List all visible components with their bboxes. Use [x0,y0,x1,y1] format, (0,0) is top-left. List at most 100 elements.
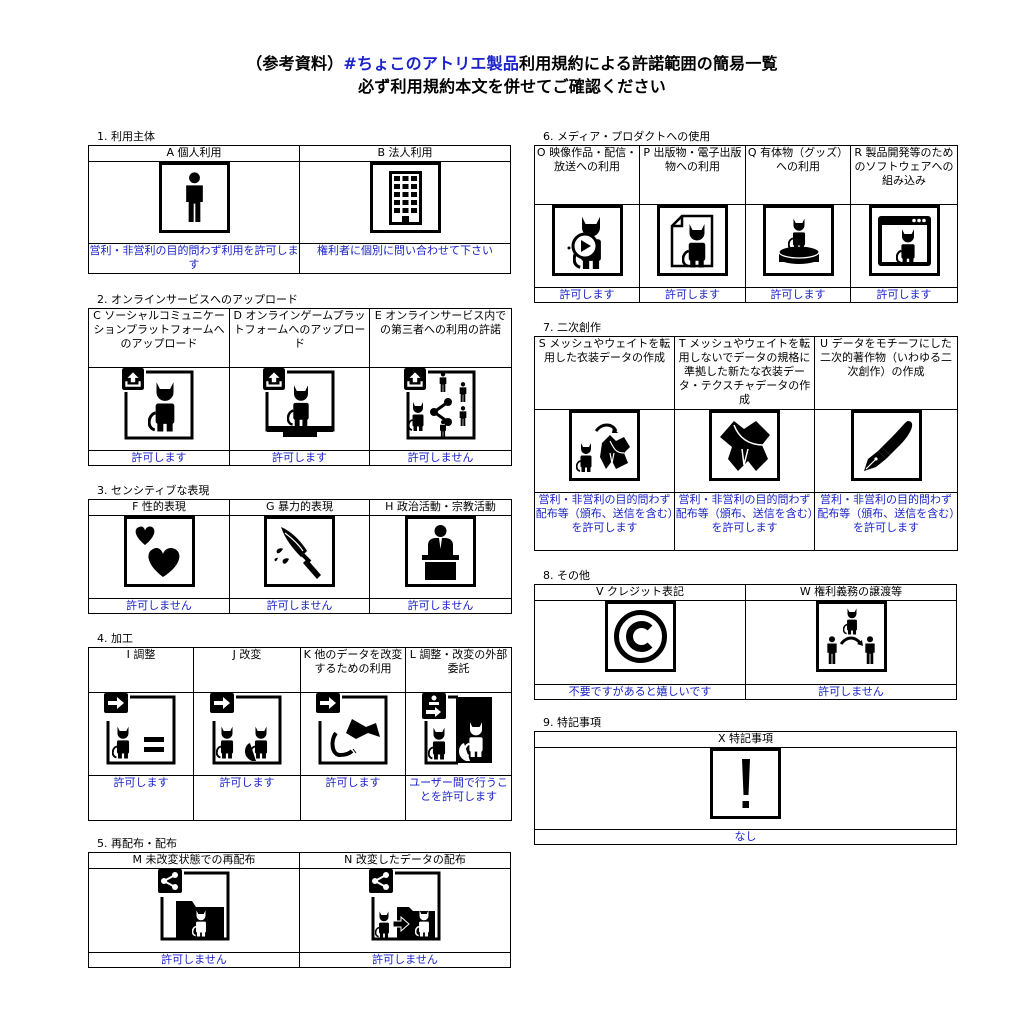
permission-status: 許可しません [229,598,370,614]
share-folder-avatar-icon [158,869,230,943]
section-label: 8. その他 [543,569,590,582]
section-label: 6. メディア・プロダクトへの使用 [543,130,711,143]
permission-status: なし [534,829,957,845]
item-heading: K 他のデータを改変するための利用 [300,647,406,693]
section-label: 5. 再配布・配布 [97,837,177,850]
section-other: 8. その他 V クレジット表記 W 権利義務の譲渡等 [534,569,957,700]
permission-table: V クレジット表記 W 権利義務の譲渡等 [534,584,957,700]
permission-table: O 映像作品・配信・放送への利用 P 出版物・電子出版物への利用 Q 有体物（グ… [534,145,958,303]
permission-status: 許可します [850,287,958,303]
permission-table: A 個人利用 B 法人利用 [88,145,511,274]
title-line-2: 必ず利用規約本文を併せてご確認ください [358,77,666,96]
modify-avatar-icon [210,693,284,767]
permission-status: 営利・非営利の目的問わず配布等（頒布、送信を含む）を許可します [674,492,815,551]
section-special-notes: 9. 特記事項 X 特記事項 なし [534,716,957,845]
person-icon [158,162,230,233]
section-label: 3. センシティブな表現 [97,484,210,497]
section-sensitive-expression: 3. センシティブな表現 F 性的表現 G 暴力的表現 H 政治活動・宗教活動 [88,484,512,614]
section-label: 2. オンラインサービスへのアップロード [97,293,298,306]
item-heading: L 調整・改変の外部委託 [405,647,512,693]
page-title: （参考資料）#ちょこのアトリエ製品利用規約による許諾範囲の簡易一覧 必ず利用規約… [0,52,1024,98]
item-heading: O 映像作品・配信・放送への利用 [534,145,640,205]
permission-status: 権利者に個別に問い合わせて下さい [299,243,511,274]
fountain-pen-icon [850,410,922,481]
permission-status: 許可しません [369,450,512,466]
permission-table: I 調整 J 改変 K 他のデータを改変するための利用 L 調整・改変の外部委託 [88,647,512,821]
avatar-to-clothing-icon [569,410,640,481]
outsource-modify-icon [421,693,496,767]
item-heading: Q 有体物（グッズ）への利用 [745,145,851,205]
permission-table: X 特記事項 なし [534,731,957,845]
item-heading: G 暴力的表現 [229,499,370,516]
section-derivative-works: 7. 二次創作 S メッシュやウェイトを転用した衣装データの作成 T メッシュや… [534,321,958,551]
permission-status: 許可します [229,450,370,466]
item-heading: F 性的表現 [88,499,230,516]
permission-status: 許可します [300,775,406,821]
permission-status: 不要ですがあると嬉しいです [534,684,746,700]
item-heading: W 権利義務の譲渡等 [745,584,957,601]
item-heading: N 改変したデータの配布 [299,852,511,869]
section-online-upload: 2. オンラインサービスへのアップロード C ソーシャルコミュニケーションプラッ… [88,293,512,466]
permission-status: 許可します [639,287,746,303]
section-usage-subject: 1. 利用主体 A 個人利用 B 法人利用 [88,130,511,274]
permission-status: ユーザー間で行うことを許可します [405,775,512,821]
upload-avatar-icon [122,368,196,442]
permission-status: 営利・非営利の目的問わず配布等（頒布、送信を含む）を許可します [814,492,958,551]
brand-hashtag: #ちょこのアトリエ製品 [343,54,520,73]
permission-status: 許可します [88,775,194,821]
item-heading: V クレジット表記 [534,584,746,601]
item-heading: R 製品開発等のためのソフトウェアへの組み込み [850,145,958,205]
permission-table: S メッシュやウェイトを転用した衣装データの作成 T メッシュやウェイトを転用し… [534,336,958,551]
item-heading: T メッシュやウェイトを転用しないでデータの規格に準拠した新たな衣装データ・テク… [674,336,815,410]
item-heading: U データをモチーフにした二次的著作物（いわゆる二次創作）の作成 [814,336,958,410]
figure-stand-icon [762,205,834,276]
clothing-icon [709,410,780,481]
permission-status: 許可しません [88,952,300,968]
item-heading: C ソーシャルコミュニケーションプラットフォームへのアップロード [88,308,230,368]
permission-table: F 性的表現 G 暴力的表現 H 政治活動・宗教活動 [88,499,512,614]
item-heading: B 法人利用 [299,145,511,162]
item-heading: P 出版物・電子出版物への利用 [639,145,746,205]
section-media-product-use: 6. メディア・プロダクトへの使用 O 映像作品・配信・放送への利用 P 出版物… [534,130,958,303]
permission-status: 許可しません [369,598,512,614]
item-heading: D オンラインゲームプラットフォームへのアップロード [229,308,370,368]
item-heading: M 未改変状態での再配布 [88,852,300,869]
permission-status: 許可します [193,775,301,821]
section-redistribution: 5. 再配布・配布 M 未改変状態での再配布 N 改変したデータの配布 [88,837,511,968]
permission-status: 許可しません [745,684,957,700]
permission-table: M 未改変状態での再配布 N 改変したデータの配布 [88,852,511,968]
permission-status: 営利・非営利の目的問わず利用を許可します [88,243,300,274]
section-processing: 4. 加工 I 調整 J 改変 K 他のデータを改変するための利用 L 調整・改… [88,632,512,821]
transfer-rights-icon [815,601,887,672]
item-heading: E オンラインサービス内での第三者への利用の許諾 [369,308,512,368]
upload-monitor-avatar-icon [262,368,337,442]
title-line-1: （参考資料）#ちょこのアトリエ製品利用規約による許諾範囲の簡易一覧 [246,54,778,73]
permission-table: C ソーシャルコミュニケーションプラットフォームへのアップロード D オンライン… [88,308,512,466]
section-label: 9. 特記事項 [543,716,601,729]
permission-status: 許可します [745,287,851,303]
hearts-icon [123,516,195,587]
app-window-avatar-icon [868,205,940,276]
item-heading: H 政治活動・宗教活動 [369,499,512,516]
parts-reuse-icon [316,693,390,767]
permission-status: 許可します [88,450,230,466]
copyright-icon [604,601,676,672]
office-building-icon [369,162,441,233]
item-heading: X 特記事項 [534,731,957,748]
exclamation-icon [710,748,781,819]
item-heading: A 個人利用 [88,145,300,162]
upload-share-third-party-icon [403,368,478,442]
section-label: 7. 二次創作 [543,321,601,334]
adjust-avatar-equals-icon [104,693,178,767]
document-avatar-icon [657,205,728,276]
share-modified-folder-icon [369,869,441,943]
permission-status: 許可します [534,287,640,303]
podium-speaker-icon [405,516,476,587]
item-heading: J 改変 [193,647,301,693]
knife-blood-icon [264,516,335,587]
section-label: 1. 利用主体 [97,130,155,143]
item-heading: S メッシュやウェイトを転用した衣装データの作成 [534,336,675,410]
permission-status: 許可しません [299,952,511,968]
permission-status: 営利・非営利の目的問わず配布等（頒布、送信を含む）を許可します [534,492,675,551]
video-play-avatar-icon [551,205,623,276]
